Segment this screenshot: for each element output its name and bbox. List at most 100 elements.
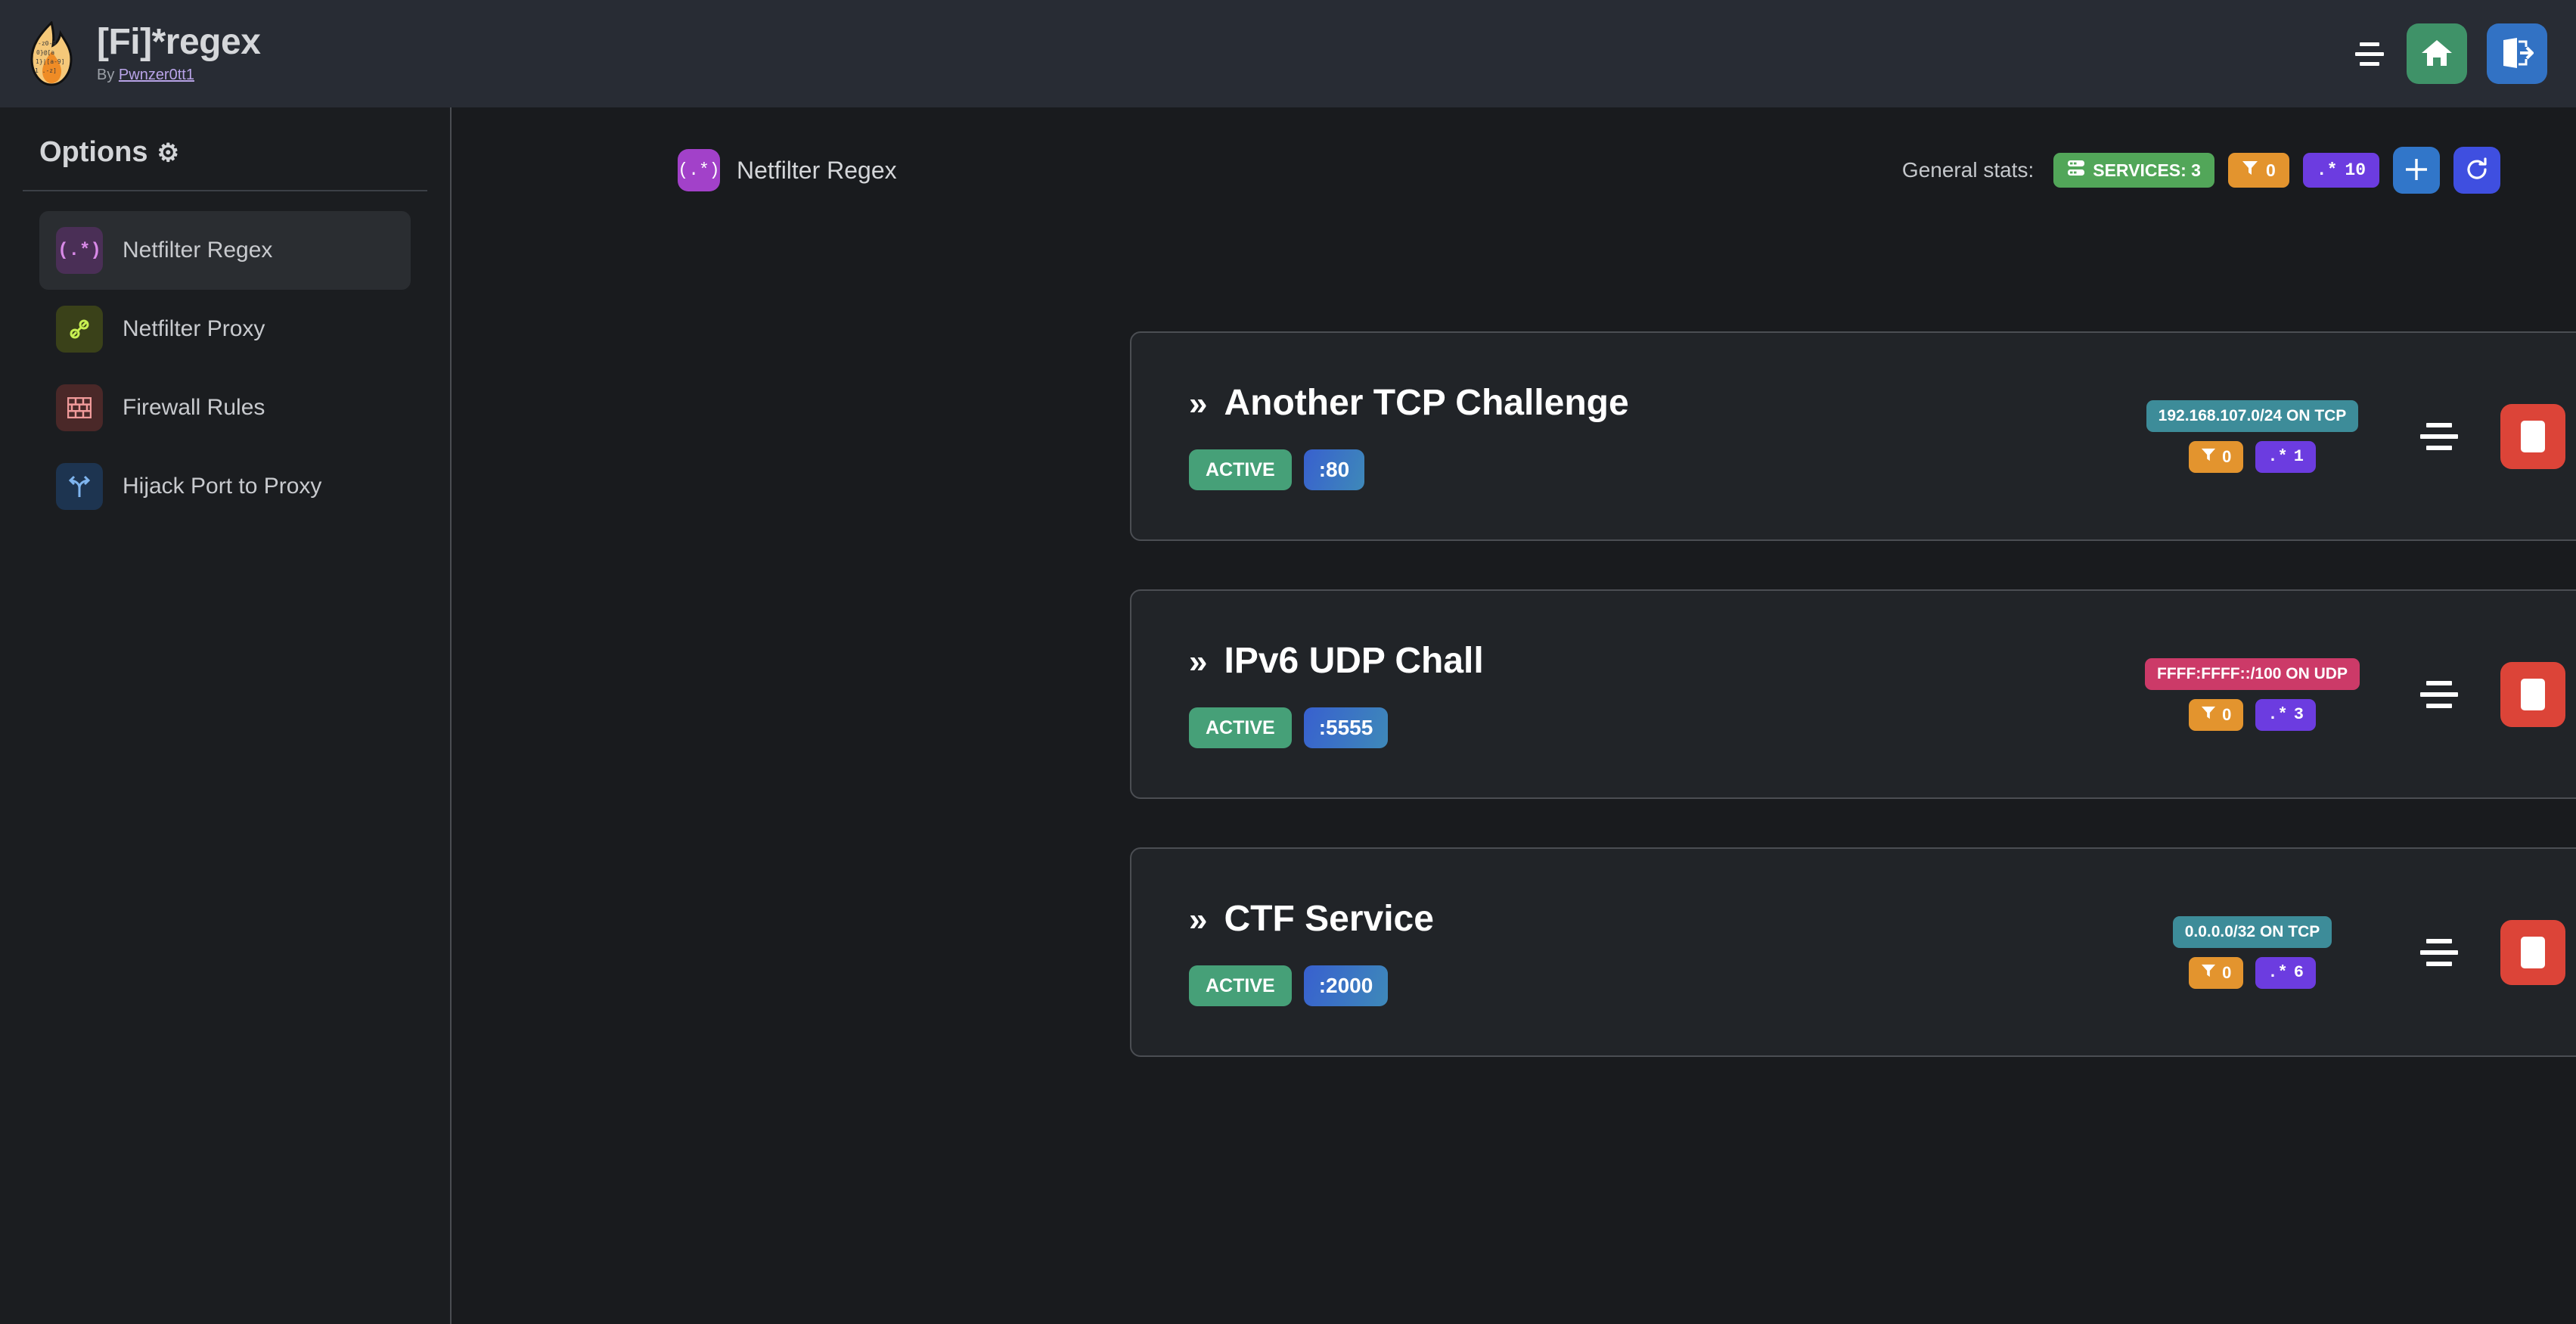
regex-dotstar-icon: .* [2316, 160, 2338, 180]
route-split-icon [56, 463, 103, 510]
stop-icon [2521, 420, 2545, 452]
service-card-info: » Another TCP Challenge ACTIVE :80 [1131, 382, 1629, 490]
general-stats: General stats: SERVICES: 3 [1902, 147, 2500, 194]
stop-icon [2521, 678, 2545, 710]
regex-dotstar-icon: .* [2267, 705, 2288, 724]
app-title: [Fi]*regex [97, 22, 261, 63]
svg-text:1}|[a-9]: 1}|[a-9] [36, 58, 65, 65]
sidebar-divider [23, 190, 427, 191]
service-network-stats: FFFF:FFFF::/100 ON UDP 0 .* 3 [2139, 657, 2366, 731]
page-title: Netfilter Regex [737, 156, 897, 184]
service-title-row: » IPv6 UDP Chall [1189, 640, 1484, 682]
status-badge: ACTIVE [1189, 449, 1292, 490]
hamburger-icon[interactable] [2352, 37, 2387, 70]
logout-button[interactable] [2487, 23, 2547, 84]
stat-filters-badge[interactable]: 0 [2227, 153, 2289, 188]
stat-filters-value: 0 [2265, 160, 2276, 180]
service-name: IPv6 UDP Chall [1224, 641, 1484, 681]
svg-text:-z0-9: -z0-9 [38, 40, 56, 47]
filters-badge[interactable]: 0 [2189, 956, 2244, 989]
regexes-value: 6 [2293, 963, 2304, 982]
service-badges: ACTIVE :5555 [1189, 707, 1484, 748]
double-chevron-icon: » [1189, 643, 1208, 680]
stat-services-label: SERVICES: 3 [2093, 160, 2201, 180]
service-sub-badges: 0 .* 1 [2189, 440, 2316, 473]
add-service-button[interactable] [2393, 147, 2440, 194]
regex-dotstar-icon: .* [2267, 447, 2288, 466]
port-badge: :80 [1303, 449, 1365, 490]
sidebar-item-label: Netfilter Proxy [123, 316, 265, 341]
stat-regexes-badge[interactable]: .* 10 [2302, 153, 2379, 188]
service-sub-badges: 0 .* 6 [2189, 956, 2316, 989]
sidebar-item-firewall-rules[interactable]: Firewall Rules [39, 368, 411, 447]
stop-button[interactable] [2500, 403, 2565, 469]
filter-icon [2242, 160, 2258, 181]
service-card[interactable]: » CTF Service ACTIVE :2000 0.0.0.0/32 ON… [1130, 847, 2576, 1057]
stat-services-badge[interactable]: SERVICES: 3 [2053, 153, 2214, 188]
regexes-badge[interactable]: .* 1 [2255, 440, 2316, 473]
options-heading-label: Options [39, 136, 148, 168]
regexes-value: 3 [2293, 705, 2304, 724]
network-badge: 192.168.107.0/24 ON TCP [2146, 399, 2359, 432]
drag-handle-icon[interactable] [2411, 929, 2467, 976]
logout-icon [2500, 37, 2534, 71]
regexes-value: 1 [2293, 447, 2304, 466]
header-actions [2352, 23, 2547, 84]
refresh-button[interactable] [2453, 147, 2500, 194]
app-header: -z0-9 0}@[a 1}|[a-9] 1 .-z] [Fi]*regex B… [0, 0, 2576, 107]
drag-handle-icon[interactable] [2411, 671, 2467, 718]
double-chevron-icon: » [1189, 901, 1208, 938]
author-link[interactable]: Pwnzer0tt1 [118, 66, 194, 83]
regexes-badge[interactable]: .* 3 [2255, 698, 2316, 731]
byline: By Pwnzer0tt1 [97, 67, 260, 84]
service-card[interactable]: » IPv6 UDP Chall ACTIVE :5555 FFFF:FFFF:… [1130, 589, 2576, 799]
home-icon [2421, 38, 2453, 70]
regexes-badge[interactable]: .* 6 [2255, 956, 2316, 989]
main-topbar: (.*) Netfilter Regex General stats: SERV… [678, 145, 2500, 195]
flame-logo-icon: -z0-9 0}@[a 1}|[a-9] 1 .-z] [23, 21, 80, 86]
sidebar-nav: (.*) Netfilter Regex Netfilter Proxy [0, 211, 450, 526]
server-stack-icon [2067, 160, 2085, 181]
service-title-row: » CTF Service [1189, 898, 1434, 940]
sidebar-item-label: Firewall Rules [123, 395, 265, 420]
filter-icon [2201, 447, 2216, 467]
stop-button[interactable] [2500, 919, 2565, 985]
network-badge: 0.0.0.0/32 ON TCP [2172, 915, 2332, 948]
refresh-icon [2464, 157, 2490, 185]
sidebar-item-label: Hijack Port to Proxy [123, 474, 322, 499]
network-badge: FFFF:FFFF::/100 ON UDP [2145, 657, 2360, 690]
filters-badge[interactable]: 0 [2189, 698, 2244, 731]
sidebar-item-hijack-port-to-proxy[interactable]: Hijack Port to Proxy [39, 447, 411, 526]
regex-icon: (.*) [56, 227, 103, 274]
sidebar-item-netfilter-proxy[interactable]: Netfilter Proxy [39, 290, 411, 368]
regex-icon: (.*) [678, 149, 720, 191]
service-name: Another TCP Challenge [1224, 383, 1629, 423]
general-stats-label: General stats: [1901, 158, 2034, 182]
stop-button[interactable] [2500, 661, 2565, 727]
plus-icon [2404, 157, 2429, 185]
home-button[interactable] [2407, 23, 2467, 84]
service-badges: ACTIVE :2000 [1189, 965, 1434, 1006]
plug-icon [56, 306, 103, 353]
filters-value: 0 [2222, 962, 2232, 982]
svg-text:0}@[a: 0}@[a [36, 49, 54, 56]
service-card-info: » IPv6 UDP Chall ACTIVE :5555 [1131, 640, 1484, 748]
gear-icon[interactable]: ⚙ [157, 138, 180, 166]
service-badges: ACTIVE :80 [1189, 449, 1629, 490]
service-network-stats: 192.168.107.0/24 ON TCP 0 .* 1 [2139, 399, 2366, 473]
drag-handle-icon[interactable] [2411, 413, 2467, 460]
page-title-group: (.*) Netfilter Regex [678, 149, 897, 191]
filters-badge[interactable]: 0 [2189, 440, 2244, 473]
service-title-row: » Another TCP Challenge [1189, 382, 1629, 424]
service-list: » Another TCP Challenge ACTIVE :80 192.1… [1130, 331, 2576, 1105]
regex-dotstar-icon: .* [2267, 963, 2288, 982]
stat-regexes-value: 10 [2345, 160, 2366, 180]
service-card-actions: 192.168.107.0/24 ON TCP 0 .* 1 [2139, 399, 2576, 473]
status-badge: ACTIVE [1189, 707, 1292, 748]
service-card-actions: FFFF:FFFF::/100 ON UDP 0 .* 3 [2139, 657, 2576, 731]
svg-text:1 .-z]: 1 .-z] [35, 67, 57, 74]
service-card[interactable]: » Another TCP Challenge ACTIVE :80 192.1… [1130, 331, 2576, 541]
brand-text: [Fi]*regex By Pwnzer0tt1 [97, 22, 261, 84]
sidebar-item-netfilter-regex[interactable]: (.*) Netfilter Regex [39, 211, 411, 290]
byline-prefix: By [97, 66, 119, 83]
